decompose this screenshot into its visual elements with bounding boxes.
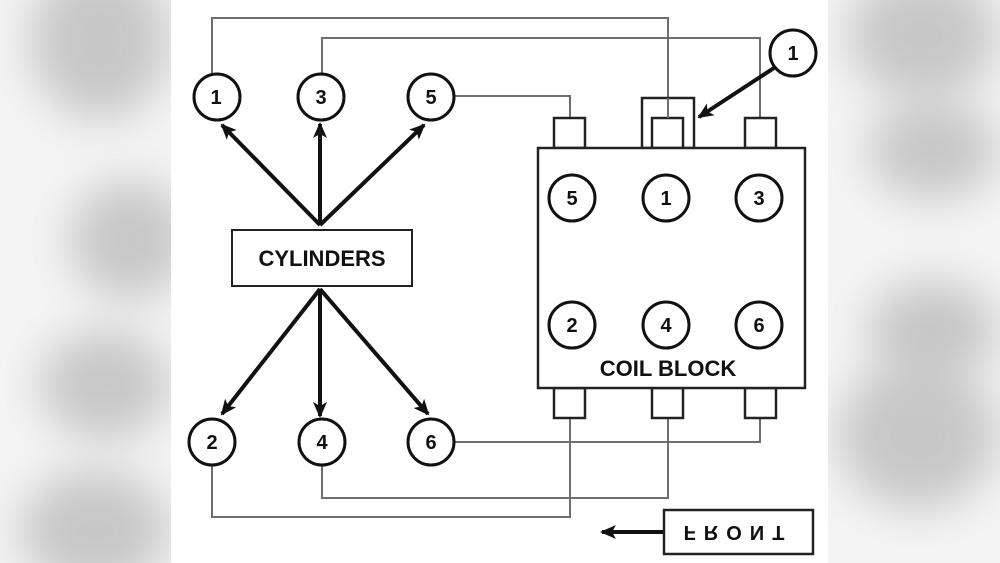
coil-terminal-1-circle [641,173,691,223]
wire-cyl5-to-coil5 [454,95,571,118]
coil-terminal-4-label: 4 [660,315,672,337]
cylinder-4-circle [297,417,347,467]
cylinder-6-label: 6 [425,432,436,454]
blurred-background-right [828,0,1000,563]
callout-arrow [697,64,779,119]
coil-connector-bottom-2 [552,386,587,420]
front-label: FRONT [684,521,793,543]
wire-cyl2-to-coil2 [211,418,571,518]
coil-terminal-3-label: 3 [753,188,764,210]
wire-cyl1-to-coil1 [211,17,669,118]
cylinder-3-label: 3 [315,87,326,109]
wire-cyl4-to-coil4 [321,418,669,499]
coil-terminal-4-circle [641,300,691,350]
coil-terminal-2-circle [547,300,597,350]
arrow-to-cyl6 [318,287,430,416]
coil-terminal-6-circle [734,300,784,350]
wire-cyl6-to-coil6 [454,418,761,443]
coil-terminal-2-label: 2 [566,315,577,337]
coil-connector-top-5 [552,116,587,150]
coil-terminal-1-label: 1 [660,188,671,210]
arrow-to-cyl5 [318,123,426,227]
cylinders-label: CYLINDERS [258,246,385,271]
coil-terminal-5-label: 5 [566,188,577,210]
cylinder-2-circle [187,417,237,467]
arrow-to-cyl2 [220,287,322,416]
coil-terminal-5-circle [547,173,597,223]
cylinder-3-circle [296,72,346,122]
coil-block-label: COIL BLOCK [600,356,737,381]
cylinder-5-label: 5 [425,87,436,109]
coil-terminal-6-label: 6 [753,315,764,337]
cylinder-2-label: 2 [206,432,217,454]
cylinder-5-circle [406,72,456,122]
coil-connector-top-3 [743,116,778,150]
cylinder-1-label: 1 [210,87,221,109]
callout-circle [768,28,818,78]
coil-terminal-3-circle [734,173,784,223]
callout-number: 1 [787,43,798,65]
coil-connector-bottom-6 [743,386,778,420]
cylinder-6-circle [406,417,456,467]
cylinders-box [231,229,413,287]
arrow-to-cyl1 [220,123,322,227]
cylinder-4-label: 4 [316,432,328,454]
coil-connector-top-1 [650,116,685,150]
blurred-background-left [0,0,171,563]
cylinder-1-circle [192,72,242,122]
coil-connector-bottom-4 [650,386,685,420]
front-box [662,508,815,556]
